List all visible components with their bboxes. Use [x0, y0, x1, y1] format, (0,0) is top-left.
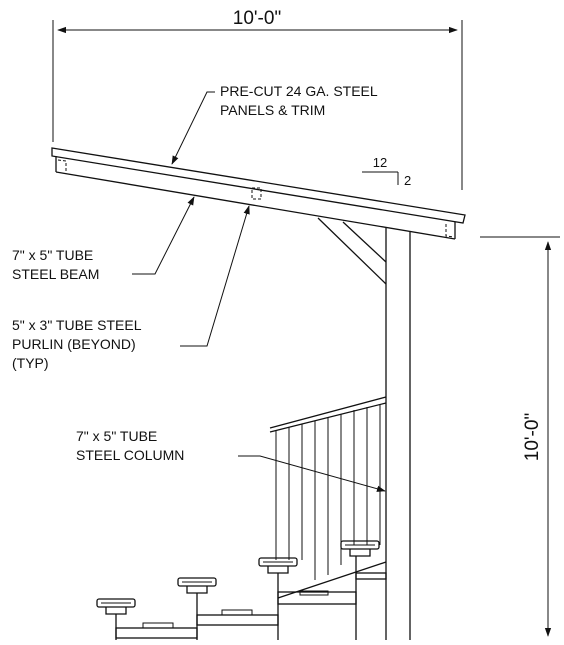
callout-beam-line-2: STEEL BEAM [12, 266, 99, 282]
knee-brace-upper [317, 217, 387, 285]
tread-third-slat [299, 590, 329, 596]
width-dimension: 10'-0" [52, 8, 463, 190]
purlin-right [445, 224, 455, 238]
callout-column-leader [238, 455, 386, 492]
seat-second [177, 577, 217, 587]
tread-second [196, 614, 279, 626]
seat-bottom [96, 598, 136, 608]
callout-purlin-leader [180, 205, 250, 347]
callout-panels-line-1: PRE-CUT 24 GA. STEEL [220, 83, 378, 99]
tread-bottom-slat [142, 622, 174, 629]
knee-brace-lower [342, 221, 387, 263]
callout-panels-leader [171, 91, 215, 165]
roof-beam [51, 147, 466, 240]
callout-purlin-line-2: PURLIN (BEYOND) [12, 336, 136, 352]
slope-rise-label: 2 [404, 173, 411, 188]
roof-panel [51, 147, 466, 224]
seat-bottom-support [105, 607, 127, 615]
callout-purlin-line-1: 5" x 3" TUBE STEEL [12, 317, 142, 333]
tread-bottom [115, 627, 198, 639]
width-dimension-label: 10'-0" [233, 8, 281, 29]
callout-panels-line-2: PANELS & TRIM [220, 102, 325, 118]
slope-indicator: 12 2 [362, 155, 411, 188]
callout-panels: PRE-CUT 24 GA. STEEL PANELS & TRIM [171, 83, 378, 165]
slope-run-label: 12 [373, 155, 387, 170]
callout-beam-line-1: 7" x 5" TUBE [12, 247, 93, 263]
bleacher-seating [96, 540, 387, 640]
height-dimension-label: 10'-0" [522, 413, 543, 461]
tread-third [277, 591, 357, 605]
callout-beam-leader [132, 196, 195, 275]
tread-second-slat [221, 609, 253, 616]
callout-purlin-line-3: (TYP) [12, 355, 49, 371]
tread-top [355, 572, 387, 580]
callout-column-line-2: STEEL COLUMN [76, 447, 184, 463]
height-dimension: 10'-0" [480, 236, 560, 637]
seat-second-support [186, 586, 208, 594]
beam-bottom-edge [55, 171, 456, 240]
callout-column-line-1: 7" x 5" TUBE [76, 428, 157, 444]
callout-purlin: 5" x 3" TUBE STEEL PURLIN (BEYOND) (TYP) [12, 205, 250, 371]
seat-top-support [349, 549, 371, 557]
purlin-left [57, 159, 67, 171]
callout-beam: 7" x 5" TUBE STEEL BEAM [12, 196, 195, 282]
steel-column [317, 217, 411, 640]
callout-column: 7" x 5" TUBE STEEL COLUMN [76, 428, 386, 492]
railing-top-rail-upper [269, 396, 387, 429]
seat-third [258, 557, 298, 567]
seat-top [340, 540, 380, 550]
seat-third-support [267, 566, 289, 574]
